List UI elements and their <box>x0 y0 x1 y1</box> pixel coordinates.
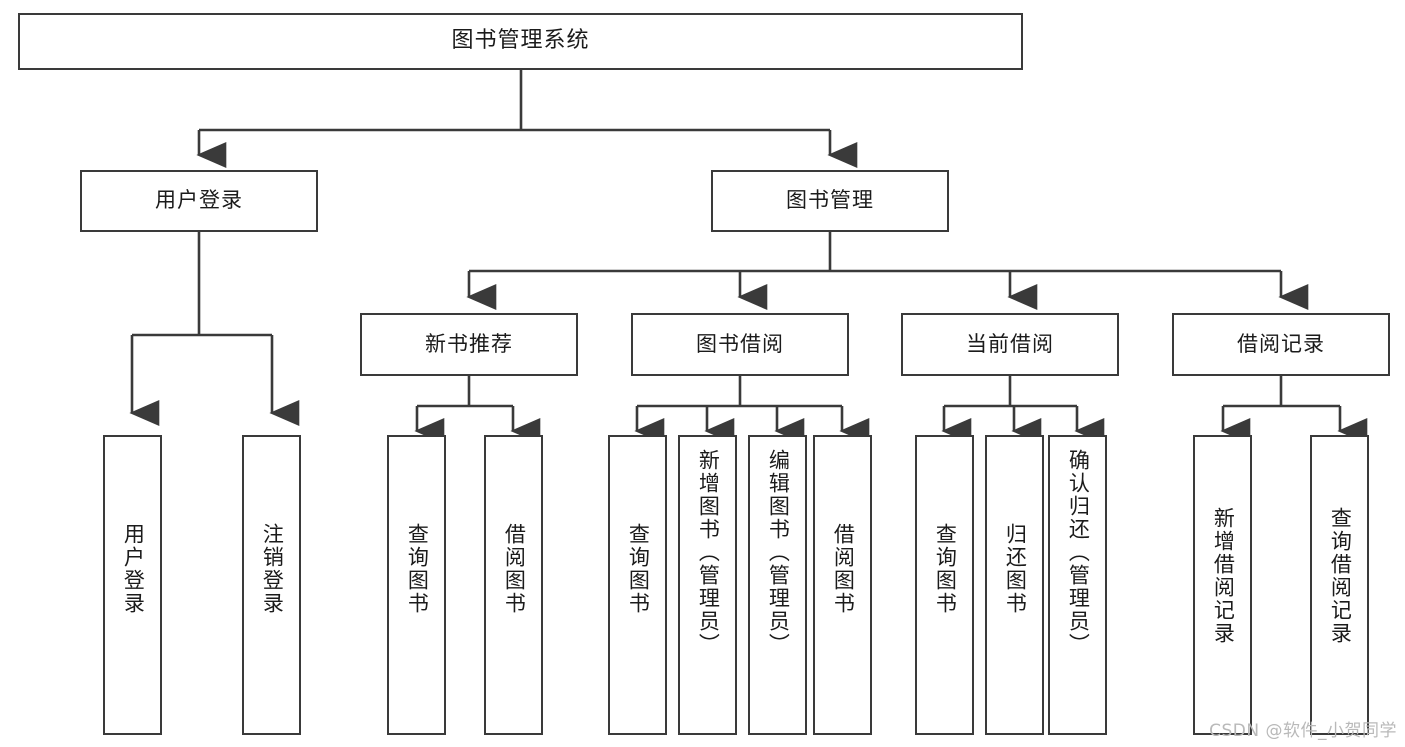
leaf-label: 新增图书（管理员） <box>696 449 721 656</box>
leaf-label: 新增借阅记录 <box>1211 507 1236 645</box>
leaf-query-book-borrow[interactable]: 查询图书 <box>608 435 667 735</box>
leaf-edit-book-admin[interactable]: 编辑图书（管理员） <box>748 435 807 735</box>
leaf-borrow-book-new[interactable]: 借阅图书 <box>484 435 543 735</box>
node-book-management[interactable]: 图书管理 <box>711 170 949 232</box>
node-label: 图书借阅 <box>696 331 784 356</box>
leaf-label: 确认归还（管理员） <box>1066 449 1091 656</box>
leaf-label: 归还图书 <box>1003 523 1028 615</box>
leaf-return-book[interactable]: 归还图书 <box>985 435 1044 735</box>
leaf-label: 查询图书 <box>405 523 430 615</box>
leaf-user-login[interactable]: 用户登录 <box>103 435 162 735</box>
leaf-confirm-return-admin[interactable]: 确认归还（管理员） <box>1048 435 1107 735</box>
node-label: 用户登录 <box>155 188 243 213</box>
watermark-text: CSDN @软件_小贺同学 <box>1209 721 1397 741</box>
leaf-label: 借阅图书 <box>502 523 527 615</box>
node-borrow-record[interactable]: 借阅记录 <box>1172 313 1390 376</box>
leaf-label: 查询借阅记录 <box>1328 507 1353 645</box>
leaf-logout[interactable]: 注销登录 <box>242 435 301 735</box>
node-label: 借阅记录 <box>1237 331 1325 356</box>
leaf-label: 编辑图书（管理员） <box>766 449 791 656</box>
node-label: 当前借阅 <box>966 331 1054 356</box>
node-label: 图书管理 <box>786 188 874 213</box>
leaf-add-borrow-record[interactable]: 新增借阅记录 <box>1193 435 1252 735</box>
node-label: 图书管理系统 <box>451 28 590 54</box>
leaf-label: 查询图书 <box>933 523 958 615</box>
leaf-query-book-current[interactable]: 查询图书 <box>915 435 974 735</box>
leaf-label: 注销登录 <box>260 523 285 615</box>
node-current-borrow[interactable]: 当前借阅 <box>901 313 1119 376</box>
node-root-system[interactable]: 图书管理系统 <box>18 13 1023 70</box>
leaf-borrow-book[interactable]: 借阅图书 <box>813 435 872 735</box>
leaf-query-book-new[interactable]: 查询图书 <box>387 435 446 735</box>
leaf-label: 借阅图书 <box>831 523 856 615</box>
leaf-add-book-admin[interactable]: 新增图书（管理员） <box>678 435 737 735</box>
leaf-label: 用户登录 <box>121 523 146 615</box>
node-new-book-recommend[interactable]: 新书推荐 <box>360 313 578 376</box>
node-label: 新书推荐 <box>425 331 513 356</box>
node-book-borrow[interactable]: 图书借阅 <box>631 313 849 376</box>
node-user-login[interactable]: 用户登录 <box>80 170 318 232</box>
leaf-label: 查询图书 <box>626 523 651 615</box>
leaf-query-borrow-record[interactable]: 查询借阅记录 <box>1310 435 1369 735</box>
